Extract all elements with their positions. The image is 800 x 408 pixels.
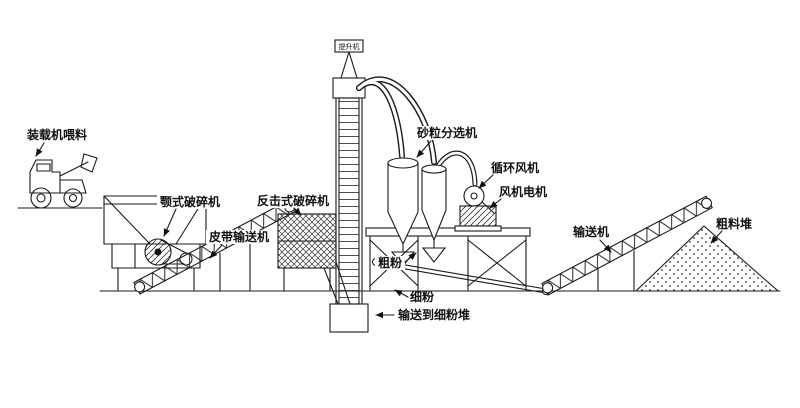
platform-deck: [365, 227, 531, 237]
svg-text:反击式破碎机: 反击式破碎机: [257, 193, 329, 208]
svg-text:输送到细粉堆: 输送到细粉堆: [398, 307, 470, 322]
labels: 装载机喂料 颚式破碎机 皮带输送机 反击式破碎机 砂粒分选机: [26, 125, 752, 322]
label-belt-conveyor: 皮带输送机: [206, 229, 272, 259]
head-pulley: [700, 197, 713, 209]
leader-arrow: [416, 140, 432, 158]
leader-arrow: [710, 230, 723, 244]
svg-text:输送机: 输送机: [573, 224, 609, 239]
leader-arrow: [404, 252, 417, 263]
label-conveyor: 输送机: [570, 224, 612, 253]
label-circulating-fan: 循环风机: [478, 160, 540, 189]
platform-legs: [369, 235, 527, 291]
elevator-tag-box: [334, 39, 364, 53]
conveyor-supports: [219, 236, 251, 292]
elevator-tower: [338, 97, 360, 305]
label-background: [570, 225, 612, 239]
label-sand-classifier: 砂粒分选机: [414, 125, 480, 158]
elevator-label: 提升机: [339, 42, 360, 51]
label-loader-feed: 装载机喂料: [26, 127, 87, 157]
sand-classifier-unit: [387, 157, 447, 253]
leader-arrow: [209, 244, 223, 259]
label-impact-crusher: 反击式破碎机: [254, 193, 332, 216]
loader-bucket: [80, 153, 98, 173]
svg-text:循环风机: 循环风机: [491, 160, 539, 175]
tail-pulley: [134, 281, 146, 293]
tail-pulley: [542, 282, 554, 294]
svg-text:粗料堆: 粗料堆: [716, 216, 752, 231]
label-background: [157, 195, 223, 209]
label-coarse-powder: 粗粉: [375, 252, 417, 270]
front-wheel: [63, 188, 83, 208]
label-background: [496, 185, 548, 199]
crusher-frame: [111, 243, 201, 269]
label-jaw-crusher: 颚式破碎机: [157, 194, 223, 237]
label-background: [375, 256, 405, 270]
wheel-loader: [29, 153, 98, 209]
leader-arrow: [599, 239, 612, 253]
impact-crusher-unit: [277, 213, 351, 305]
label-coarse-pile: 粗料堆: [710, 216, 752, 244]
svg-text:粗粉: 粗粉: [378, 255, 402, 270]
svg-text:风机电机: 风机电机: [499, 184, 547, 199]
label-background: [488, 161, 540, 175]
bucket-elevator: 提升机: [329, 39, 369, 333]
loader-cab: [29, 159, 61, 194]
circulating-fan-unit: [454, 185, 502, 232]
svg-text:皮带输送机: 皮带输送机: [208, 229, 269, 244]
lift-arm: [59, 161, 89, 177]
svg-text:颚式破碎机: 颚式破碎机: [160, 194, 220, 209]
discharge-chutes: [371, 247, 551, 296]
leader-arrow: [394, 289, 409, 298]
fan-motor-body: [459, 205, 497, 227]
air-ducts: [356, 76, 478, 187]
diagram-art: 提升机: [17, 39, 781, 333]
label-background: [254, 194, 332, 208]
svg-text:砂粒分选机: 砂粒分选机: [416, 125, 477, 140]
belt-conveyor-2: [541, 195, 713, 296]
coarse-material-pile: [634, 225, 780, 292]
leader-arrow: [163, 208, 177, 237]
loader-front-frame: [59, 179, 87, 194]
leader-arrow: [478, 174, 494, 189]
rear-wheel: [30, 187, 52, 209]
label-fan-motor: 风机电机: [489, 184, 548, 209]
svg-text:装载机喂料: 装载机喂料: [26, 127, 87, 142]
motor-base: [454, 225, 502, 232]
label-to-fine-powder-pile: 输送到细粉堆: [375, 307, 470, 322]
elevator-spire: [340, 50, 358, 79]
leader-arrow: [35, 142, 45, 157]
cab-window: [36, 163, 51, 172]
leader-arrow: [293, 207, 302, 216]
elevator-boot: [329, 303, 369, 333]
label-fine-powder: 细粉: [394, 289, 434, 304]
svg-text:细粉: 细粉: [410, 289, 434, 304]
fan-housing: [463, 185, 485, 207]
label-background: [206, 230, 272, 244]
leader-arrow: [489, 198, 502, 209]
label-background: [414, 126, 480, 140]
conveyor-supports: [597, 250, 635, 292]
